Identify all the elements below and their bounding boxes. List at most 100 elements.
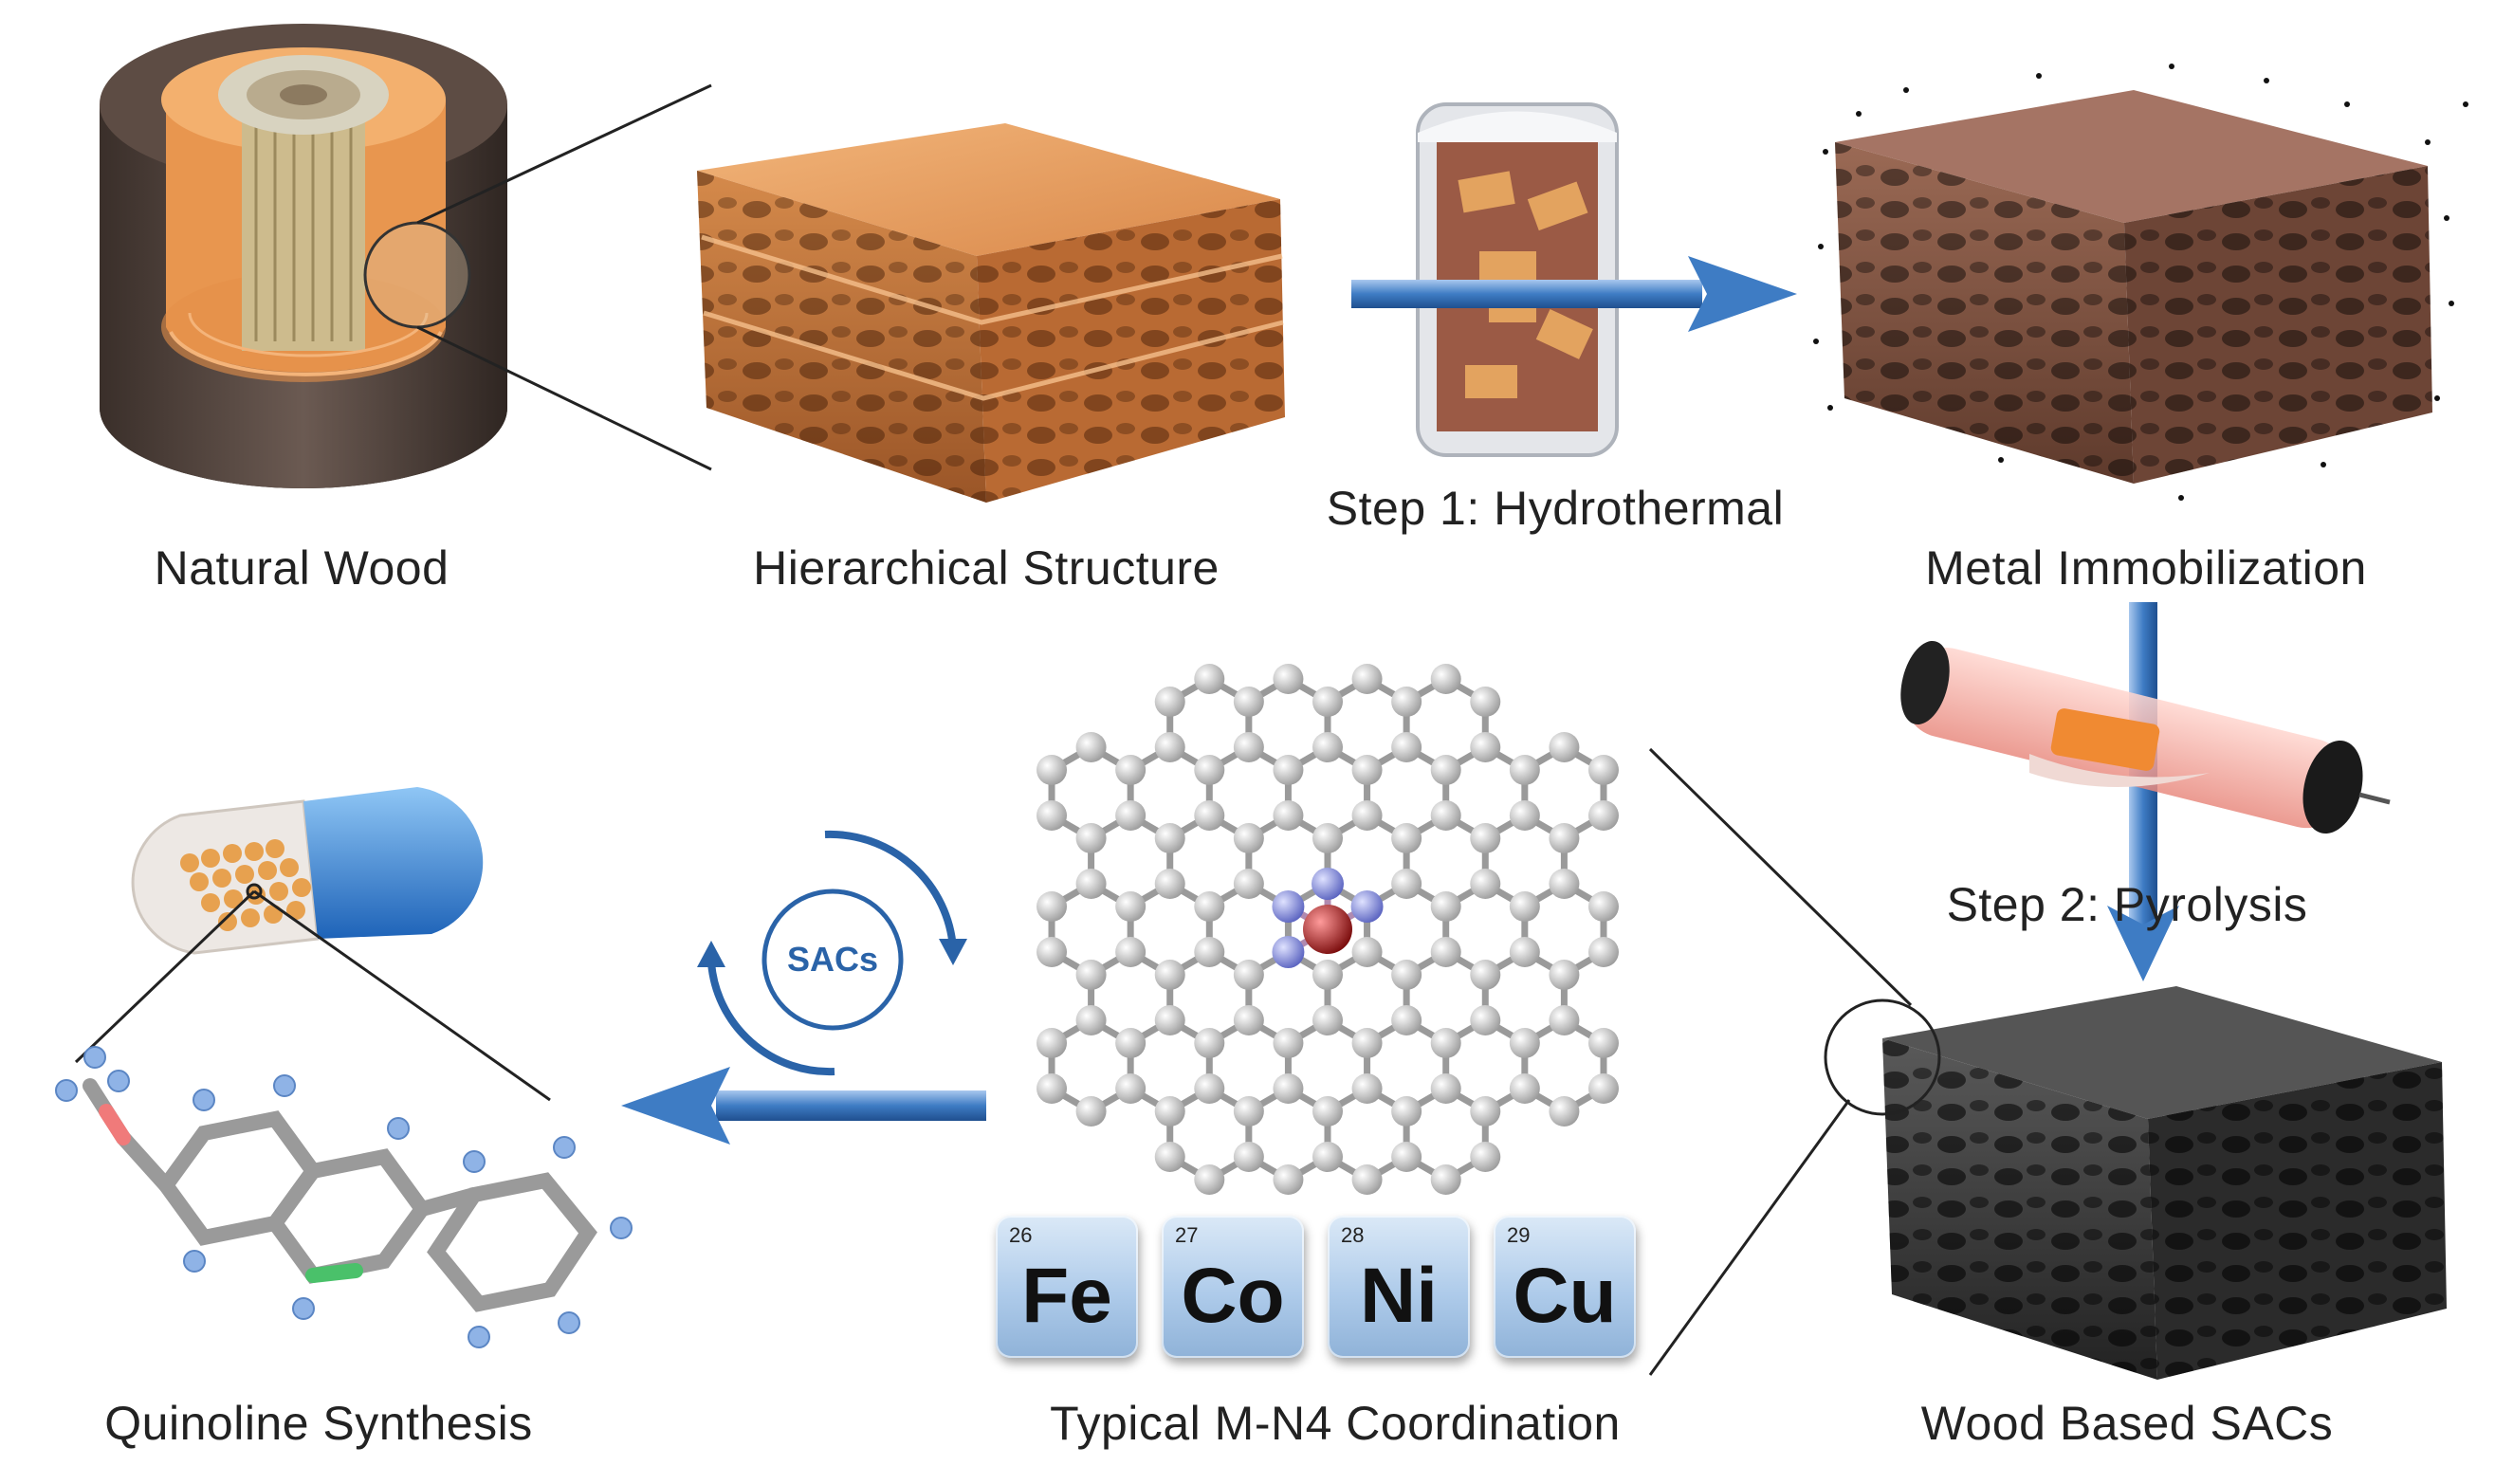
carbon-atom [1233, 1005, 1264, 1035]
carbon-atom [1312, 732, 1343, 762]
carbon-atom [1587, 800, 1619, 831]
carbon-atom [1075, 732, 1107, 762]
carbon-atom [1273, 755, 1304, 785]
carbon-atom [1115, 1028, 1147, 1058]
carbon-atom [1075, 823, 1107, 853]
carbon-atom [1273, 1073, 1304, 1104]
pyrolysis-tube-furnace [1900, 640, 2391, 834]
carbon-atom [1509, 891, 1540, 922]
carbon-atom [1037, 755, 1068, 785]
carbon-atom [1075, 869, 1107, 899]
carbon-atom [1430, 664, 1461, 694]
carbon-atom [1430, 1073, 1461, 1104]
carbon-atom [1351, 755, 1383, 785]
sacs-cycle [697, 830, 967, 1076]
carbon-atom [1351, 937, 1383, 967]
metal-atom [1303, 905, 1352, 954]
carbon-atom [1154, 823, 1185, 853]
capsule-illustration [131, 787, 484, 955]
carbon-atom [1233, 732, 1264, 762]
arrow-to-quinoline [621, 1067, 986, 1145]
element-tile-fe: 26 Fe [996, 1216, 1138, 1358]
carbon-atom [1587, 1028, 1619, 1058]
carbon-atom [1391, 869, 1422, 899]
carbon-atom [1115, 937, 1147, 967]
carbon-atom [1075, 1005, 1107, 1035]
zoom-line [416, 83, 712, 225]
carbon-atom [1312, 1142, 1343, 1172]
zoom-line [253, 889, 551, 1102]
carbon-atom [1351, 1028, 1383, 1058]
element-tile-cu: 29 Cu [1494, 1216, 1636, 1358]
atomic-number: 29 [1507, 1223, 1531, 1247]
carbon-atom [1430, 800, 1461, 831]
label-step1: Step 1: Hydrothermal [1326, 482, 1785, 535]
carbon-atom [1233, 687, 1264, 717]
carbon-atom [1233, 960, 1264, 990]
label-coordination: Typical M-N4 Coordination [1050, 1397, 1621, 1450]
carbon-atom [1549, 1005, 1580, 1035]
carbon-atom [1115, 755, 1147, 785]
atomic-number: 27 [1175, 1223, 1199, 1247]
zoom-line [416, 325, 712, 471]
carbon-atom [1312, 687, 1343, 717]
element-symbol: Fe [1021, 1253, 1112, 1339]
natural-wood-illustration [100, 24, 507, 488]
carbon-atom [1587, 891, 1619, 922]
element-tile-ni: 28 Ni [1328, 1216, 1470, 1358]
carbon-atom [1509, 1073, 1540, 1104]
carbon-atom [1154, 687, 1185, 717]
hierarchical-structure-block [697, 123, 1285, 503]
label-metal-immobilization: Metal Immobilization [1925, 541, 2367, 595]
label-step2: Step 2: Pyrolysis [1946, 878, 2308, 931]
wood-based-sacs-block [1824, 986, 2447, 1380]
carbon-atom [1115, 1073, 1147, 1104]
carbon-atom [1391, 823, 1422, 853]
zoom-line [74, 889, 256, 1064]
carbon-atom [1470, 960, 1501, 990]
carbon-atom [1115, 891, 1147, 922]
zoom-line [1648, 1099, 1851, 1376]
carbon-atom [1509, 800, 1540, 831]
carbon-atom [1430, 755, 1461, 785]
carbon-atom [1154, 732, 1185, 762]
carbon-atom [1075, 960, 1107, 990]
carbon-atom [1509, 937, 1540, 967]
carbon-atom [1154, 1005, 1185, 1035]
quinoline-molecule [55, 1046, 633, 1348]
label-natural-wood: Natural Wood [154, 541, 449, 595]
element-symbol: Cu [1513, 1253, 1617, 1339]
carbon-atom [1194, 800, 1225, 831]
carbon-atom [1549, 732, 1580, 762]
carbon-atom [1075, 1096, 1107, 1127]
carbon-atom [1194, 755, 1225, 785]
carbon-atom [1233, 1142, 1264, 1172]
element-symbol: Co [1181, 1253, 1285, 1339]
carbon-atom [1470, 1005, 1501, 1035]
nitrogen-atom [1272, 890, 1305, 923]
atomic-number: 26 [1009, 1223, 1033, 1247]
carbon-atom [1470, 732, 1501, 762]
label-hierarchical-structure: Hierarchical Structure [753, 541, 1220, 595]
label-quinoline: Quinoline Synthesis [104, 1397, 533, 1450]
carbon-atom [1273, 800, 1304, 831]
carbon-atom [1430, 937, 1461, 967]
carbon-atom [1351, 800, 1383, 831]
carbon-atom [1391, 1096, 1422, 1127]
label-wood-based-sacs: Wood Based SACs [1920, 1397, 2334, 1450]
carbon-atom [1391, 687, 1422, 717]
carbon-atom [1549, 869, 1580, 899]
carbon-atom [1037, 1073, 1068, 1104]
carbon-atom [1430, 1028, 1461, 1058]
carbon-atom [1154, 1096, 1185, 1127]
carbon-atom [1549, 960, 1580, 990]
carbon-atom [1037, 800, 1068, 831]
carbon-atom [1587, 755, 1619, 785]
carbon-atom [1037, 1028, 1068, 1058]
carbon-atom [1312, 1096, 1343, 1127]
carbon-atom [1470, 869, 1501, 899]
carbon-atom [1391, 732, 1422, 762]
element-tile-co: 27 Co [1162, 1216, 1304, 1358]
